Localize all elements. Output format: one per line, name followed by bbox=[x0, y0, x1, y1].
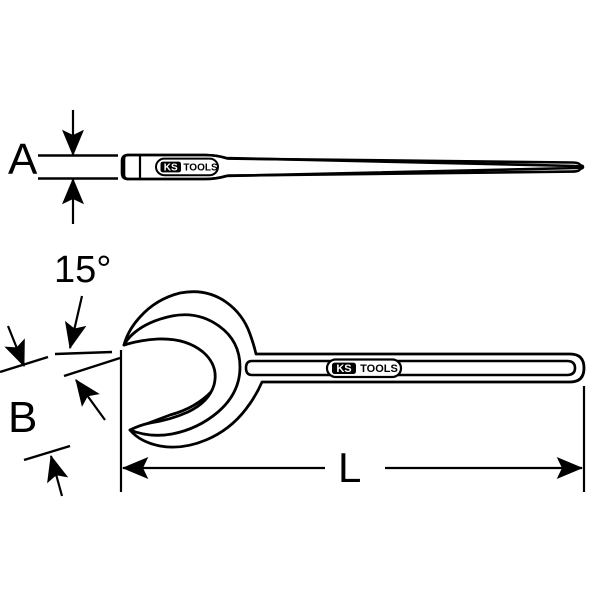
edge-view-right-tip bbox=[578, 164, 585, 170]
front-plan-view-group: KS TOOLS bbox=[122, 290, 586, 449]
handle-inner-groove bbox=[244, 359, 577, 377]
angle-reference-line-upper bbox=[54, 350, 113, 356]
angle-label-15-degrees: 15° bbox=[54, 249, 112, 291]
dimension-label-B: B bbox=[8, 393, 38, 442]
angle-leader-arrow bbox=[64, 295, 87, 350]
brand-badge-ks-block-edge bbox=[160, 161, 181, 173]
dimension-label-A: A bbox=[8, 135, 38, 184]
dimension-A-group bbox=[38, 110, 118, 224]
brand-mark-ks-front: KS bbox=[336, 363, 351, 375]
top-edge-view-group: KS TOOLS bbox=[120, 153, 585, 181]
brand-badge-front-view: KS TOOLS bbox=[325, 358, 403, 379]
dimension-B-extension-lower bbox=[23, 444, 71, 462]
dimension-L-group bbox=[119, 350, 586, 492]
brand-badge-ks-block-front bbox=[332, 362, 356, 374]
brand-mark-tools-edge: TOOLS bbox=[183, 163, 218, 174]
angle-lower-leader-arrow bbox=[75, 379, 106, 421]
dimension-B-group bbox=[0, 325, 71, 497]
dimension-B-arrow-upper bbox=[4, 325, 26, 368]
edge-view-left-cap bbox=[120, 153, 130, 181]
wrench-jaw-opening bbox=[122, 313, 242, 437]
brand-badge-edge-view: KS TOOLS bbox=[155, 157, 219, 177]
edge-view-bottom-edge bbox=[126, 167, 582, 181]
dimension-B-arrow-lower bbox=[47, 454, 69, 497]
edge-view-top-edge bbox=[126, 153, 582, 167]
angle-callout-group bbox=[54, 295, 121, 421]
brand-mark-tools-front: TOOLS bbox=[360, 363, 398, 375]
brand-mark-ks-edge: KS bbox=[164, 163, 178, 174]
dimension-label-L: L bbox=[338, 444, 362, 491]
angle-inclined-line bbox=[63, 356, 121, 378]
